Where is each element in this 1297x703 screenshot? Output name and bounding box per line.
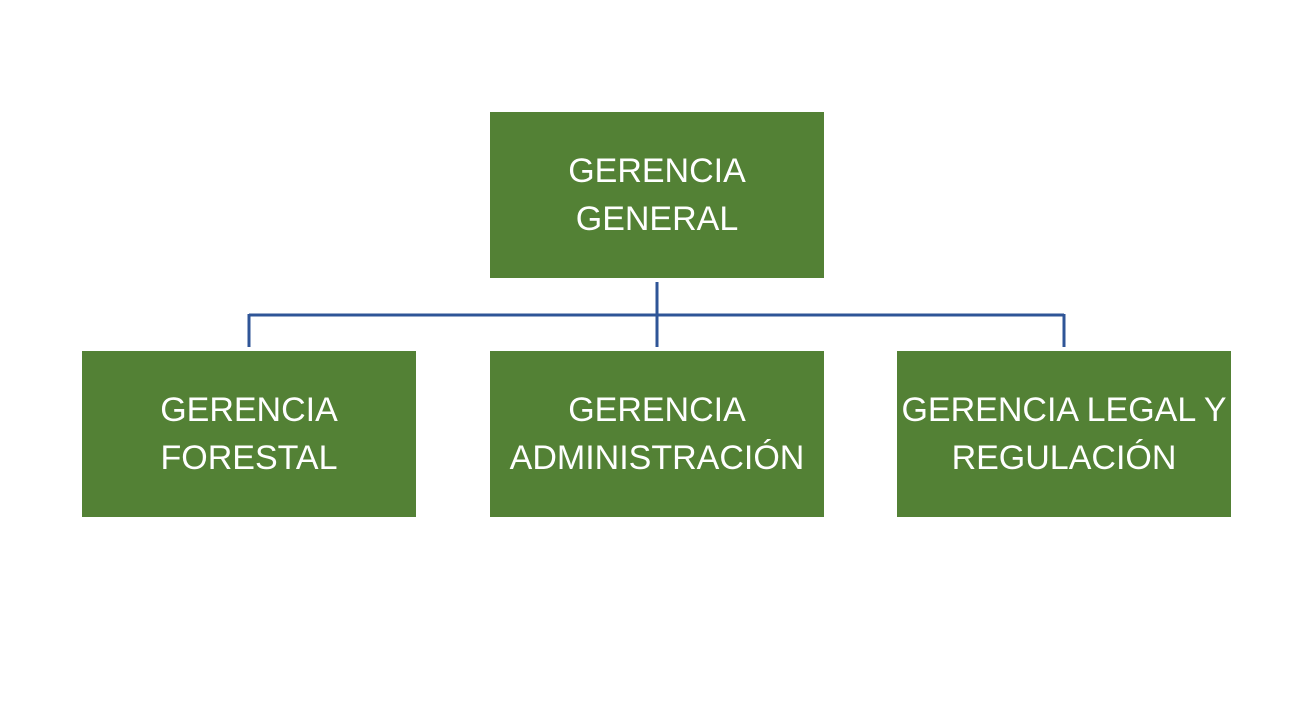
node-gerencia-legal-regulacion: GERENCIA LEGAL Y REGULACIÓN [897, 351, 1231, 517]
node-gerencia-forestal-label: GERENCIA FORESTAL [160, 391, 338, 477]
node-gerencia-administracion: GERENCIA ADMINISTRACIÓN [490, 351, 824, 517]
node-gerencia-administracion-label: GERENCIA ADMINISTRACIÓN [509, 391, 805, 477]
node-gerencia-legal-regulacion-label: GERENCIA LEGAL Y REGULACIÓN [901, 391, 1227, 477]
node-gerencia-general-label: GERENCIA GENERAL [568, 152, 746, 238]
node-gerencia-forestal: GERENCIA FORESTAL [82, 351, 416, 517]
node-gerencia-general: GERENCIA GENERAL [490, 112, 824, 278]
